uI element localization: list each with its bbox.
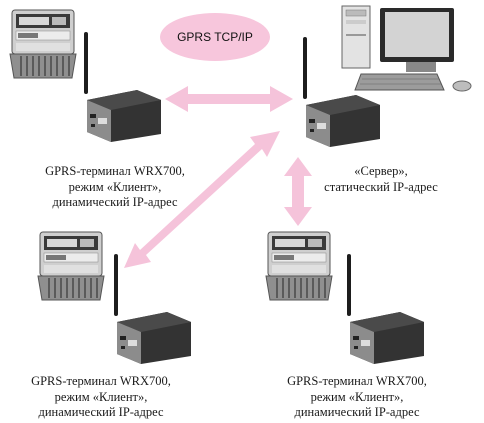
caption-line: GPRS-терминал WRX700, xyxy=(31,374,171,388)
caption-line: режим «Клиент», xyxy=(54,389,148,404)
caption-line: динамический IP-адрес xyxy=(38,405,164,419)
caption-line: режим «Клиент», xyxy=(68,179,162,194)
caption-client-top-left: GPRS-терминал WRX700, режим «Клиент», ди… xyxy=(30,164,200,211)
caption-server: «Сервер», статический IP-адрес xyxy=(300,164,462,195)
caption-line: «Сервер», xyxy=(354,164,408,178)
caption-line: динамический IP-адрес xyxy=(52,195,178,209)
server-computer xyxy=(341,5,472,92)
client-top-left-meter xyxy=(9,9,77,79)
client-bottom-left-meter xyxy=(37,231,105,301)
link-arrow-horizontal xyxy=(165,86,293,112)
caption-line: динамический IP-адрес xyxy=(294,405,420,419)
client-bottom-left-modem xyxy=(114,254,191,364)
protocol-bubble xyxy=(160,13,270,61)
client-bottom-right-meter xyxy=(265,231,333,301)
caption-client-bottom-right: GPRS-терминал WRX700, режим «Клиент», ди… xyxy=(272,374,442,421)
caption-line: режим «Клиент», xyxy=(310,389,404,404)
caption-line: статический IP-адрес xyxy=(324,179,438,194)
client-bottom-right-modem xyxy=(347,254,424,364)
caption-client-bottom-left: GPRS-терминал WRX700, режим «Клиент», ди… xyxy=(16,374,186,421)
link-arrow-diagonal xyxy=(124,131,280,268)
client-top-left-modem xyxy=(84,32,161,142)
protocol-label: GPRS TCP/IP xyxy=(177,30,253,44)
caption-line: GPRS-терминал WRX700, xyxy=(45,164,185,178)
link-arrow-vertical xyxy=(284,157,312,226)
caption-line: GPRS-терминал WRX700, xyxy=(287,374,427,388)
